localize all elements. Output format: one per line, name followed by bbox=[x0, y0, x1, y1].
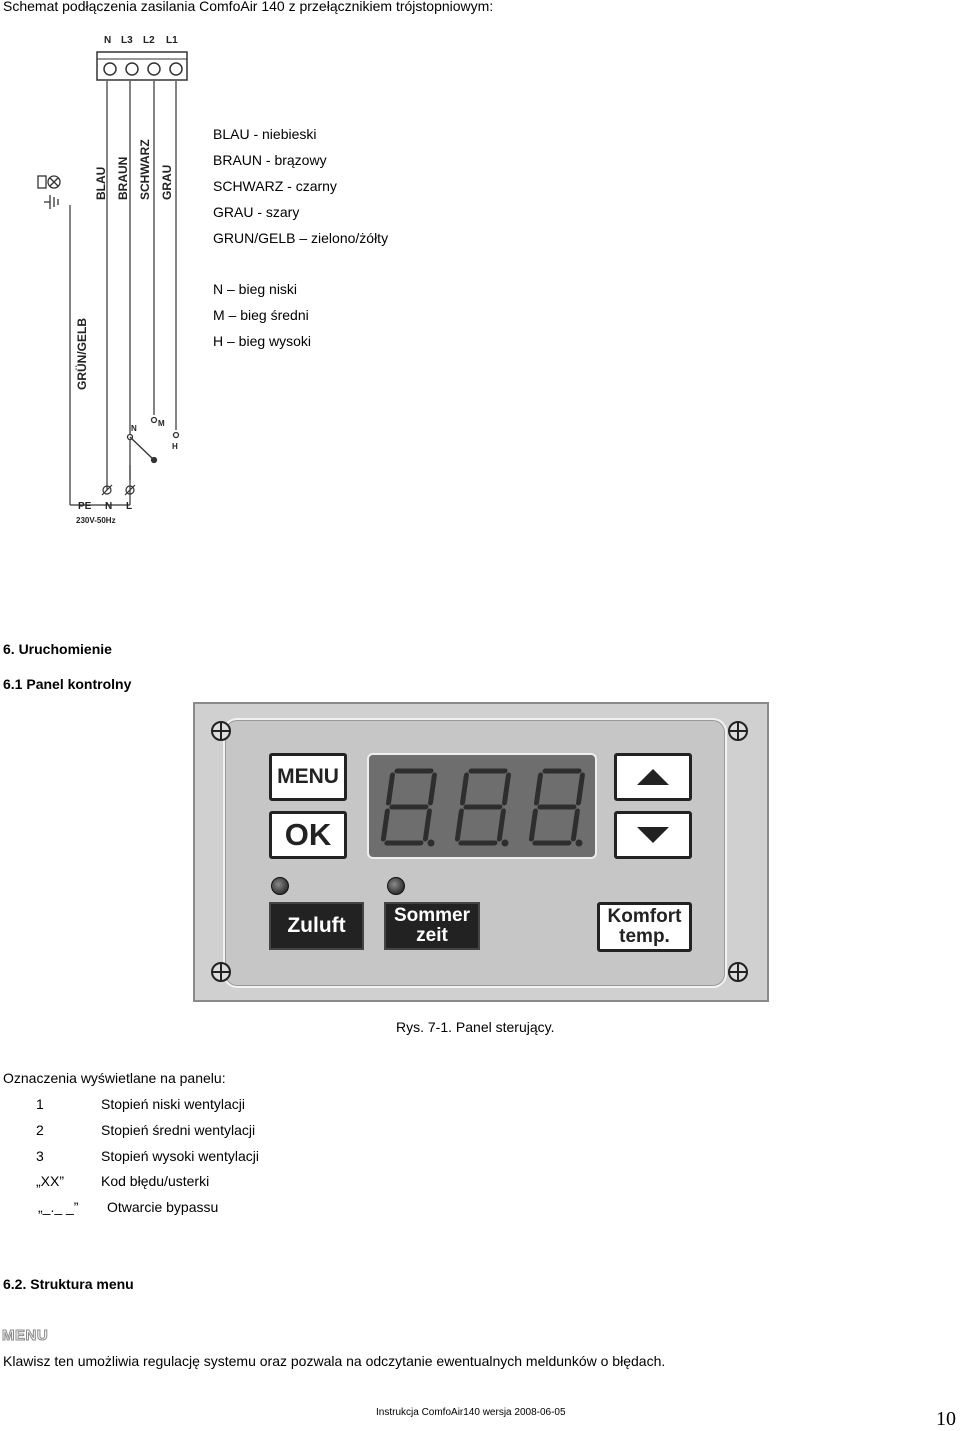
legend-color-1: BLAU - niebieski bbox=[213, 126, 317, 142]
indication-description: Stopień średni wentylacji bbox=[101, 1122, 256, 1138]
indication-description: Stopień wysoki wentylacji bbox=[101, 1148, 259, 1164]
legend-color-3: SCHWARZ - czarny bbox=[213, 178, 337, 194]
sommerzeit-label-line1: Sommer bbox=[393, 905, 471, 926]
komfort-label-line1: Komfort bbox=[607, 906, 682, 927]
switch-label-m: M bbox=[158, 419, 165, 428]
switch-label-n: N bbox=[131, 424, 137, 433]
wiring-diagram: N L3 L2 L1 BLAU BRAUN SCHWARZ GRAU GRÜN/… bbox=[37, 35, 188, 525]
down-arrow-icon bbox=[637, 827, 669, 843]
led-display bbox=[367, 753, 597, 859]
sommerzeit-label-line2: zeit bbox=[416, 925, 448, 946]
sommerzeit-button[interactable]: Sommer zeit bbox=[384, 902, 480, 950]
legend-color-5: GRUN/GELB – zielono/żółty bbox=[213, 230, 389, 246]
fuse-icons bbox=[101, 484, 136, 496]
menu-heading: MENU bbox=[1, 1327, 49, 1345]
indication-code: „XX” bbox=[36, 1173, 64, 1189]
terminal-screws bbox=[103, 62, 183, 76]
bottom-label-l: L bbox=[126, 501, 132, 512]
section-heading-6-1: 6.1 Panel kontrolny bbox=[3, 676, 132, 692]
sommer-led-indicator bbox=[387, 877, 405, 895]
indication-description: Stopień niski wentylacji bbox=[101, 1096, 245, 1112]
wire-label-grun-gelb: GRÜN/GELB bbox=[74, 318, 89, 390]
speed-switch bbox=[126, 416, 180, 464]
up-arrow-icon bbox=[637, 769, 669, 785]
ground-symbol-icon bbox=[37, 175, 61, 209]
indication-description: Kod błędu/usterki bbox=[101, 1173, 210, 1189]
indication-code: 1 bbox=[36, 1096, 44, 1112]
komfort-temp-button[interactable]: Komfort temp. bbox=[597, 902, 692, 952]
wire-label-grau: GRAU bbox=[160, 165, 174, 200]
komfort-label-line2: temp. bbox=[619, 926, 670, 947]
screw-icon bbox=[211, 962, 231, 982]
terminal-label-l1: L1 bbox=[166, 35, 178, 46]
indication-code: 2 bbox=[36, 1122, 44, 1138]
indication-code: „_._ _” bbox=[38, 1199, 79, 1215]
ok-button[interactable]: OK bbox=[269, 811, 347, 859]
legend-speed-1: N – bieg niski bbox=[213, 281, 298, 297]
down-arrow-button[interactable] bbox=[614, 811, 692, 859]
bottom-label-n: N bbox=[105, 501, 112, 512]
zuluft-button[interactable]: Zuluft bbox=[269, 902, 364, 950]
indication-description: Otwarcie bypassu bbox=[107, 1199, 219, 1215]
terminal-label-l2: L2 bbox=[143, 35, 155, 46]
indications-intro: Oznaczenia wyświetlane na panelu: bbox=[3, 1070, 226, 1086]
section-heading-6: 6. Uruchomienie bbox=[3, 641, 112, 657]
indication-code: 3 bbox=[36, 1148, 44, 1164]
zuluft-led-indicator bbox=[271, 877, 289, 895]
control-panel: MENU OK bbox=[193, 702, 769, 1002]
screw-icon bbox=[211, 721, 231, 741]
page-number: 10 bbox=[936, 1408, 956, 1430]
terminal-block bbox=[96, 51, 188, 81]
menu-description: Klawisz ten umożliwia regulację systemu … bbox=[3, 1353, 666, 1369]
terminal-label-l3: L3 bbox=[121, 35, 133, 46]
footer-text: Instrukcja ComfoAir140 wersja 2008-06-05 bbox=[376, 1407, 566, 1418]
legend-speed-3: H – bieg wysoki bbox=[213, 333, 312, 349]
bottom-label-pe: PE bbox=[78, 501, 92, 512]
legend-color-2: BRAUN - brązowy bbox=[213, 152, 327, 168]
section-heading-6-2: 6.2. Struktura menu bbox=[3, 1276, 134, 1292]
legend-speed-2: M – bieg średni bbox=[213, 307, 309, 323]
figure-caption: Rys. 7-1. Panel sterujący. bbox=[396, 1019, 555, 1035]
menu-button[interactable]: MENU bbox=[269, 753, 347, 801]
screw-icon bbox=[728, 721, 748, 741]
up-arrow-button[interactable] bbox=[614, 753, 692, 801]
wire-label-braun: BRAUN bbox=[116, 157, 130, 200]
switch-label-h: H bbox=[172, 442, 178, 451]
seven-segment-digits bbox=[380, 768, 585, 847]
page-header: Schemat podłączenia zasilania ComfoAir 1… bbox=[3, 0, 494, 14]
terminal-label-n: N bbox=[104, 35, 111, 46]
wire-label-blau: BLAU bbox=[94, 167, 108, 200]
screw-icon bbox=[728, 962, 748, 982]
wire-label-schwarz: SCHWARZ bbox=[138, 139, 152, 200]
legend-color-4: GRAU - szary bbox=[213, 204, 300, 220]
supply-label: 230V-50Hz bbox=[76, 516, 116, 525]
